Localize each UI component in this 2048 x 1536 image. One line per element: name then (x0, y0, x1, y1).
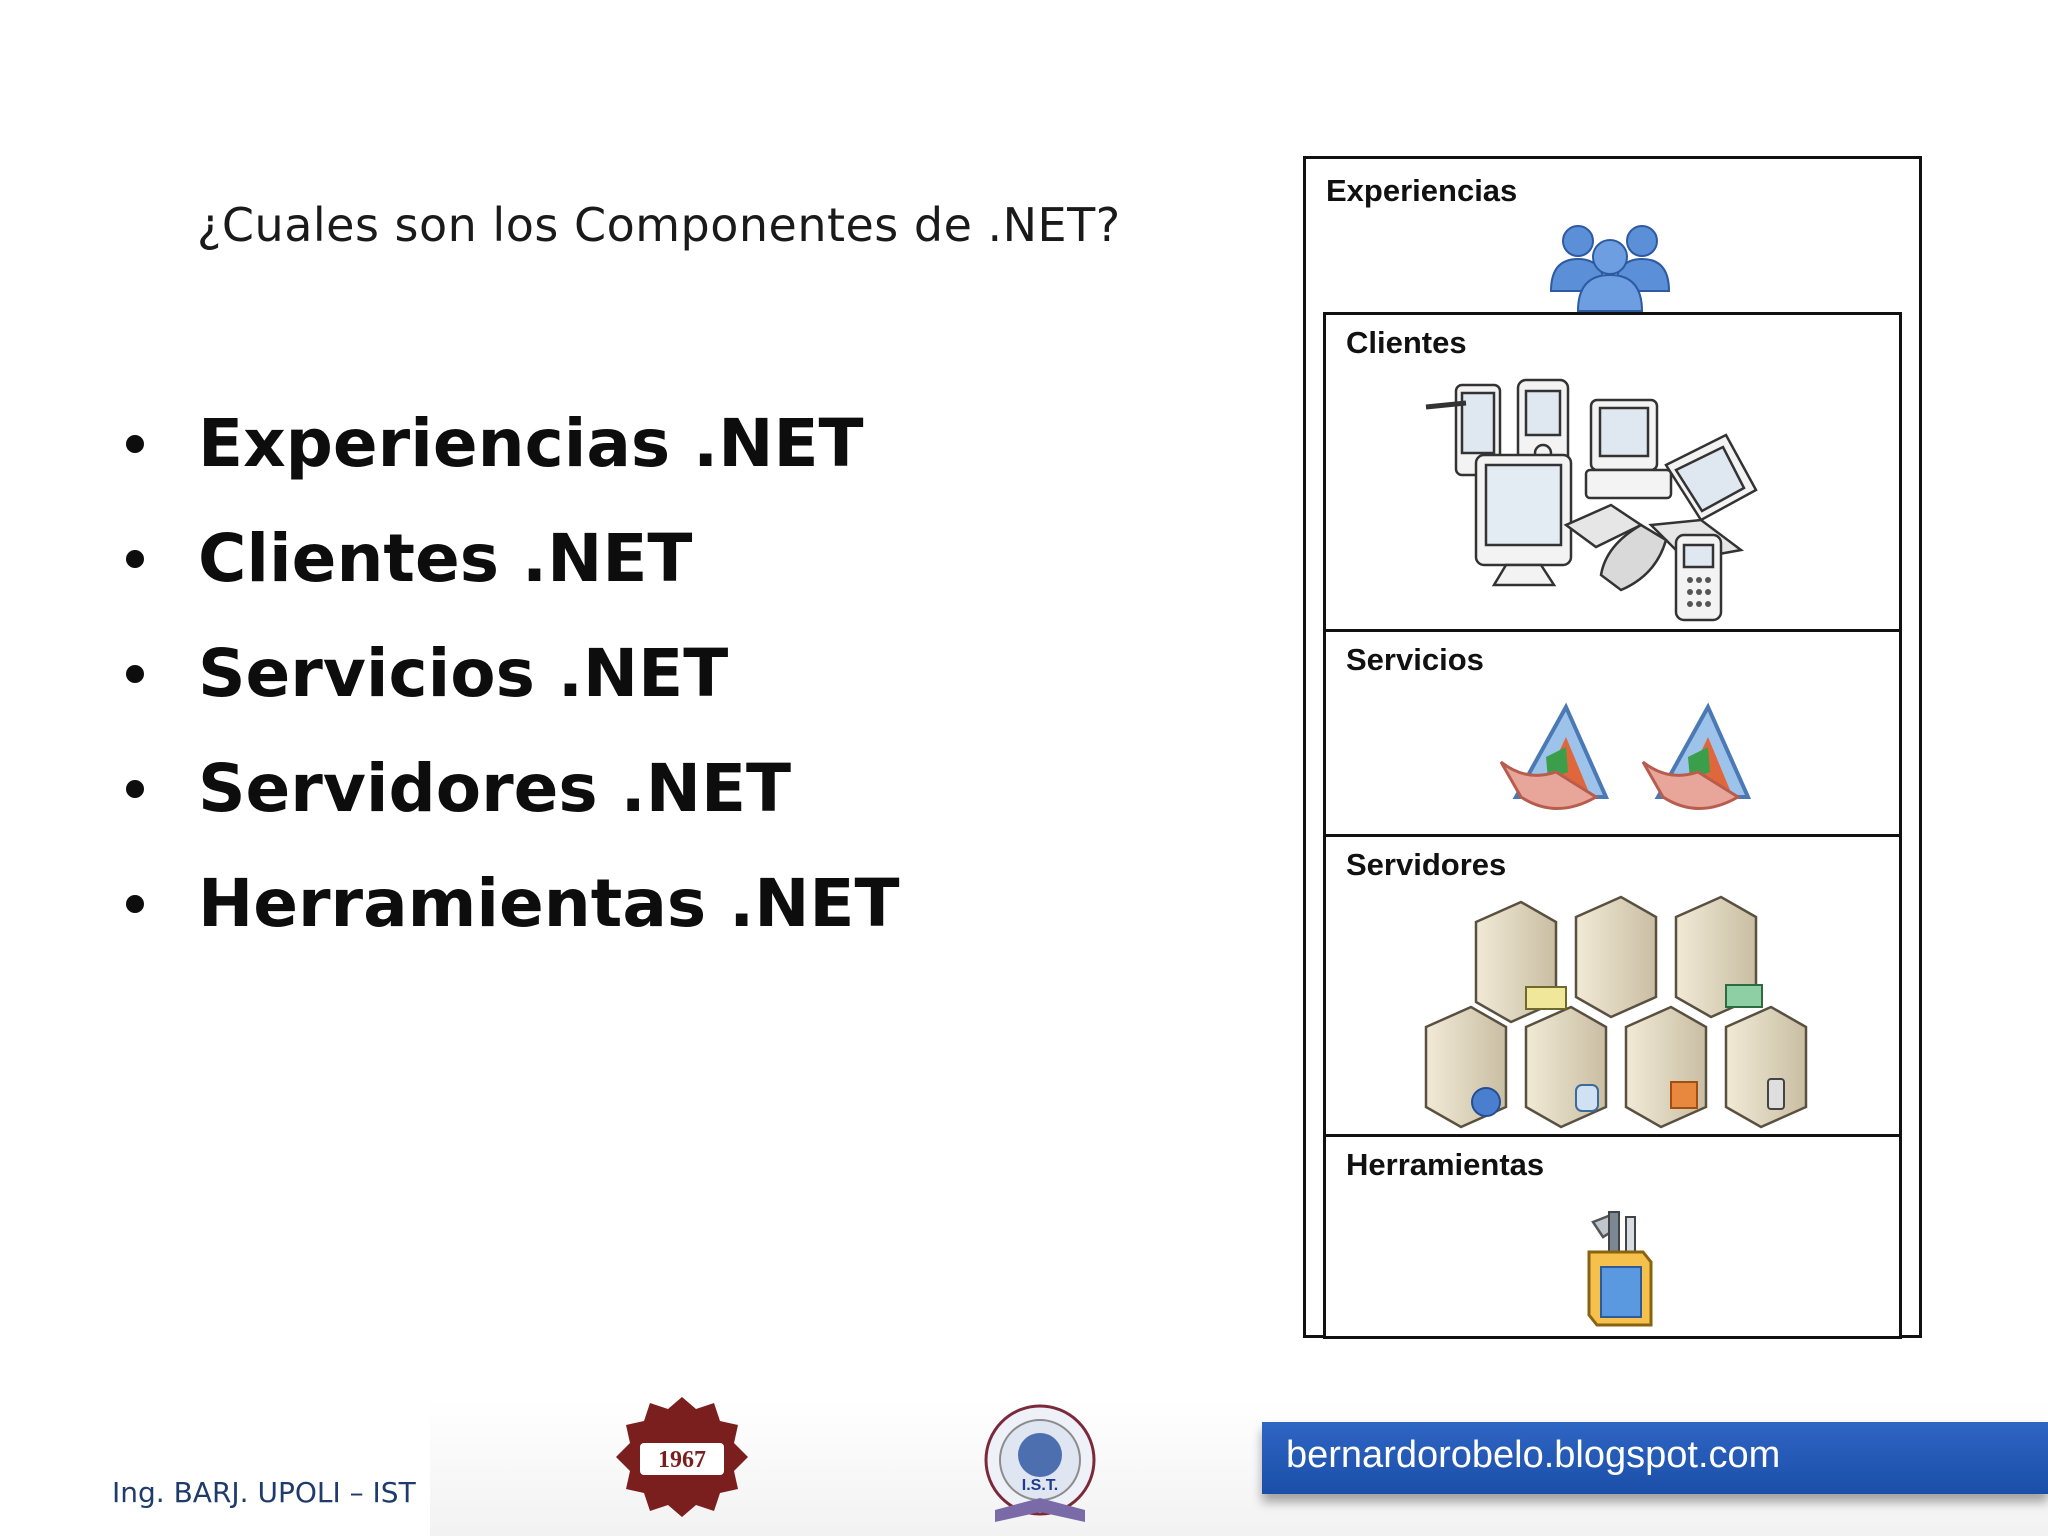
bullet-text: Clientes .NET (198, 520, 693, 597)
bullet-dot (126, 665, 144, 683)
bullet-text: Experiencias .NET (198, 405, 864, 482)
layer-servidores: Servidores (1323, 834, 1902, 1137)
bullet-item: Servidores .NET (116, 739, 900, 854)
server-icon (1424, 895, 1808, 1129)
footer-author: Ing. BARJ. UPOLI – IST (112, 1476, 416, 1509)
ist-logo: I.S.T. (984, 1404, 1096, 1522)
layer-title: Servidores (1346, 847, 1507, 882)
layer-title: Servicios (1346, 642, 1484, 677)
toolbox-icon (1587, 1211, 1653, 1327)
slide-subtitle: ¿Cuales son los Componentes de .NET? (197, 198, 1121, 252)
upoli-logo: 1967 (616, 1397, 748, 1517)
web-service-icon (1641, 702, 1752, 810)
ist-logo-text: I.S.T. (1022, 1477, 1058, 1494)
web-service-icon (1499, 702, 1610, 810)
bullet-item: Servicios .NET (116, 624, 900, 739)
devices-icon (1425, 378, 1758, 622)
layer-clientes: Clientes (1323, 312, 1902, 632)
blog-banner: bernardorobelo.blogspot.com (1262, 1422, 2048, 1494)
bullet-item: Clientes .NET (116, 509, 900, 624)
bullet-dot (126, 780, 144, 798)
bullet-item: Experiencias .NET (116, 394, 900, 509)
bullet-list: Experiencias .NET Clientes .NET Servicio… (116, 394, 900, 969)
bullet-item: Herramientas .NET (116, 854, 900, 969)
layer-title: Clientes (1346, 325, 1467, 360)
bullet-dot (126, 435, 144, 453)
layer-title: Herramientas (1346, 1147, 1545, 1182)
bullet-text: Servidores .NET (198, 750, 792, 827)
bullet-text: Servicios .NET (198, 635, 729, 712)
layer-herramientas: Herramientas (1323, 1134, 1902, 1339)
bullet-dot (126, 895, 144, 913)
blog-url: bernardorobelo.blogspot.com (1286, 1434, 1781, 1476)
net-components-diagram: Experiencias Clientes (1303, 156, 1922, 1339)
bullet-dot (126, 550, 144, 568)
logo-year: 1967 (658, 1447, 706, 1473)
layer-servicios: Servicios (1323, 629, 1902, 837)
bullet-text: Herramientas .NET (198, 865, 900, 942)
experiences-title: Experiencias (1326, 173, 1518, 208)
users-icon (1549, 225, 1671, 312)
